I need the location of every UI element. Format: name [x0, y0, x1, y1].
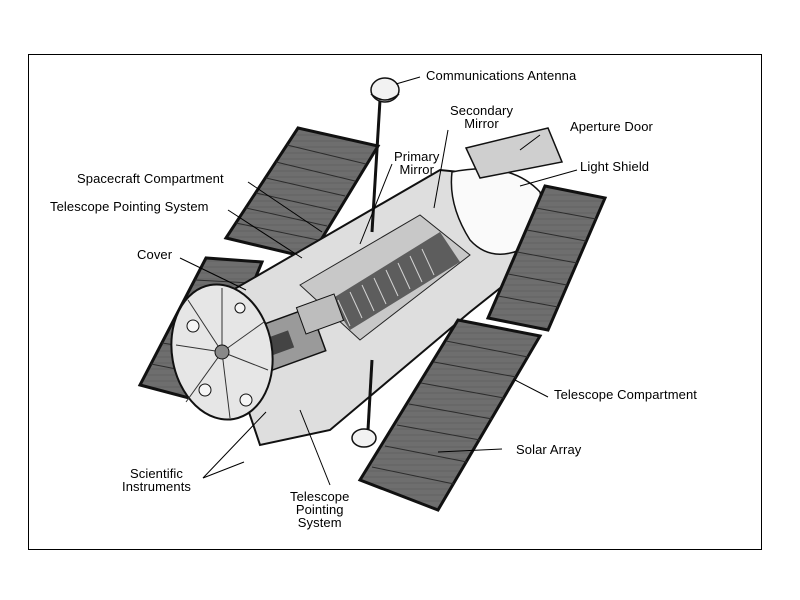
solar-array-right	[357, 184, 608, 512]
label-telescope-pointing-system-bottom: Telescope Pointing System	[290, 489, 350, 530]
label-communications-antenna: Communications Antenna	[426, 68, 577, 83]
label-primary-mirror: Primary Mirror	[394, 149, 440, 177]
label-secondary-mirror: Secondary Mirror	[450, 103, 514, 131]
label-telescope-pointing-system-top: Telescope Pointing System	[50, 199, 209, 214]
telescope-body	[170, 168, 550, 447]
label-scientific-instruments: Scientific Instruments	[122, 466, 192, 494]
leader-lines	[179, 76, 578, 486]
label-aperture-door: Aperture Door	[570, 119, 653, 134]
aperture-door	[464, 127, 564, 179]
label-telescope-compartment: Telescope Compartment	[554, 387, 697, 402]
label-solar-array: Solar Array	[516, 442, 582, 457]
label-spacecraft-compartment: Spacecraft Compartment	[77, 171, 224, 186]
label-light-shield: Light Shield	[580, 159, 650, 174]
label-cover: Cover	[137, 247, 173, 262]
